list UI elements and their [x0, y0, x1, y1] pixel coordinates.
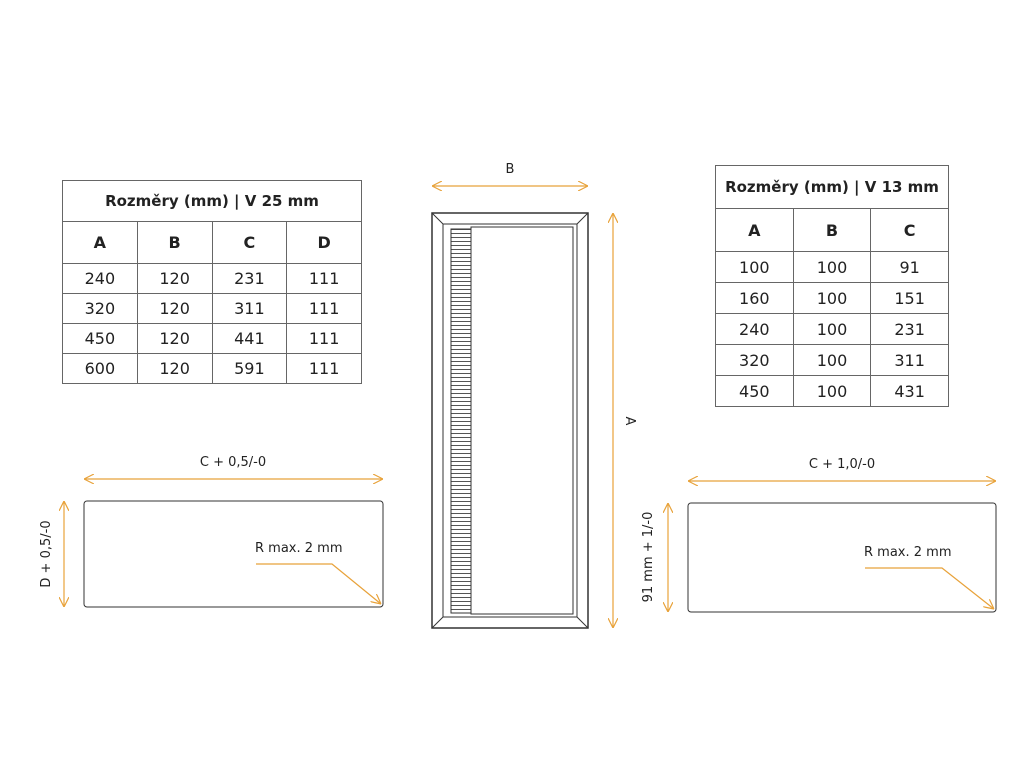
cutout-right: C + 1,0/-0 91 mm + 1/-0 R max. 2 mm [641, 457, 997, 613]
front-view-inner-frame [442, 223, 578, 618]
table-cell: 120 [136, 353, 213, 384]
table-cell: 100 [792, 251, 872, 283]
table-cell: 450 [62, 323, 138, 354]
table-cell: 311 [211, 293, 288, 324]
radius-leader-line [865, 567, 994, 609]
column-header-d: D [286, 221, 362, 264]
table-cell: 231 [870, 313, 949, 345]
dimension-label-d: D + 0,5/-0 [39, 520, 54, 587]
table-cell: 160 [715, 282, 794, 314]
cutout-left: C + 0,5/-0 D + 0,5/-0 R max. 2 mm [39, 455, 384, 608]
radius-label: R max. 2 mm [255, 541, 342, 556]
cover-panel [470, 226, 574, 615]
table-row: 160 100 151 [715, 282, 949, 314]
table-cell: 91 [870, 251, 949, 283]
dimension-label-a: A [622, 417, 637, 426]
grille-slats [450, 228, 472, 614]
table-cell: 100 [792, 344, 872, 376]
table-row: 240 120 231 111 [62, 263, 362, 294]
table-cell: 231 [211, 263, 288, 294]
frame-corner-line [431, 616, 444, 629]
table-cell: 600 [62, 353, 138, 384]
table-cell: 240 [62, 263, 138, 294]
table-row: 320 100 311 [715, 344, 949, 376]
table-cell: 151 [870, 282, 949, 314]
dimension-table-v13: Rozměry (mm) | V 13 mm A B C 100 100 91 … [715, 165, 949, 407]
frame-corner-line [431, 212, 444, 225]
table-cell: 591 [211, 353, 288, 384]
dimension-label-height: 91 mm + 1/-0 [641, 512, 656, 603]
frame-corner-line [576, 212, 589, 225]
table-cell: 120 [136, 263, 213, 294]
radius-label: R max. 2 mm [864, 545, 951, 560]
table-row: 600 120 591 111 [62, 353, 362, 384]
table-cell: 450 [715, 375, 794, 407]
table-row: 240 100 231 [715, 313, 949, 345]
cutout-outline [83, 500, 384, 608]
column-header-b: B [792, 208, 872, 252]
table-row: 100 100 91 [715, 251, 949, 283]
table-cell: 111 [286, 353, 362, 384]
frame-corner-line [576, 616, 589, 629]
front-view-outer-frame [431, 212, 589, 629]
table-cell: 320 [62, 293, 138, 324]
table-cell: 100 [792, 282, 872, 314]
table-title: Rozměry (mm) | V 13 mm [715, 165, 949, 209]
cutout-outline [687, 502, 997, 613]
table-row: 450 100 431 [715, 375, 949, 407]
column-header-a: A [62, 221, 138, 264]
table-cell: 441 [211, 323, 288, 354]
table-cell: 111 [286, 293, 362, 324]
front-view: B A [431, 162, 637, 629]
dimension-label-c: C + 0,5/-0 [200, 455, 266, 470]
dimension-label-b: B [506, 162, 515, 177]
table-title: Rozměry (mm) | V 25 mm [62, 180, 362, 222]
dimension-label-c: C + 1,0/-0 [809, 457, 875, 472]
column-header-c: C [211, 221, 288, 264]
radius-leader-line [256, 563, 381, 604]
dimension-table-v25: Rozměry (mm) | V 25 mm A B C D 240 120 2… [62, 180, 362, 384]
table-cell: 320 [715, 344, 794, 376]
table-cell: 431 [870, 375, 949, 407]
table-row: 320 120 311 111 [62, 293, 362, 324]
